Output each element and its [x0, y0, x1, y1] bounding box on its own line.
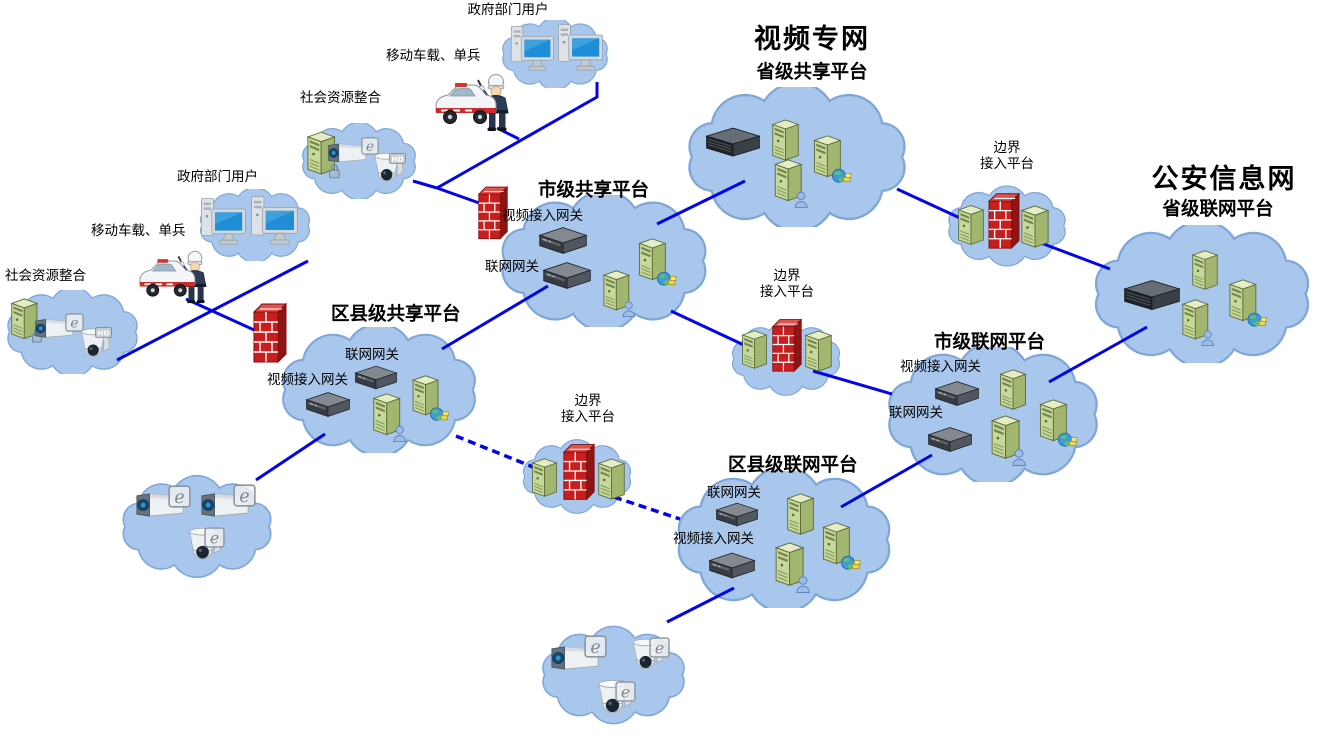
- cloud-county-sharing-platform: [282, 327, 476, 453]
- label-gov-users-top: 政府部门用户: [467, 2, 549, 17]
- server-icon: [958, 205, 984, 245]
- link-dashed-countyshare-borderbottom: [455, 434, 539, 471]
- label-social-resources-left: 社会资源整合: [5, 268, 86, 283]
- cloud-provincial-sharing-platform: [688, 87, 906, 227]
- link-bordertop-provnet: [1040, 241, 1111, 271]
- server-icon: [999, 369, 1027, 410]
- label-provincial-networking-platform: 省级联网平台: [1162, 198, 1274, 219]
- label-social-resources-top: 社会资源整合: [300, 90, 381, 105]
- label-video-access-gateway-citynet: 视频接入网关: [900, 359, 981, 374]
- label-border-top-line1: 边界: [993, 140, 1021, 155]
- ie-badge-icon: [584, 635, 607, 658]
- firewall-icon: [563, 443, 595, 501]
- title-video-private-network: 视频专网: [754, 24, 870, 54]
- link-citynet-countynet: [840, 453, 933, 509]
- label-networking-gateway-cityshare: 联网网关: [485, 259, 539, 274]
- hd-badge-icon: [389, 153, 406, 164]
- hd-badge-icon: [95, 327, 112, 338]
- label-gov-users-left: 政府部门用户: [177, 169, 258, 184]
- link-cityshare-countyshare: [441, 284, 549, 351]
- ie-badge-icon: [649, 637, 670, 658]
- label-networking-gateway-citynet: 联网网关: [889, 405, 943, 420]
- label-provincial-sharing-platform: 省级共享平台: [756, 61, 868, 82]
- label-city-sharing-platform: 市级共享平台: [538, 179, 650, 200]
- link-countynet-cameras: [666, 586, 735, 624]
- server-icon: [772, 119, 799, 161]
- link-countyshare-cameras: [255, 432, 326, 482]
- link-dashed-borderbottom-countynet: [613, 495, 681, 521]
- ie-badge-icon: [615, 681, 636, 702]
- label-border-bottom-line1: 边界: [574, 393, 602, 408]
- firewall-icon: [988, 193, 1020, 249]
- link-bordermid-citynet: [812, 369, 893, 396]
- label-border-bottom-line2: 接入平台: [561, 409, 615, 424]
- server-icon: [787, 493, 814, 535]
- ie-badge-icon: [204, 527, 225, 548]
- link-citynet-provnet: [1048, 325, 1148, 384]
- label-networking-gateway-countyshare: 联网网关: [345, 347, 399, 362]
- server-icon: [532, 458, 557, 497]
- ie-badge-icon: [65, 313, 84, 332]
- server-icon: [805, 330, 832, 372]
- label-video-access-gateway-countynet: 视频接入网关: [673, 531, 754, 546]
- link-socialtop-to-junction: [412, 179, 438, 190]
- icon-layer: [12, 24, 1267, 714]
- label-mobile-top: 移动车载、单兵: [386, 48, 481, 63]
- server-icon: [1192, 250, 1218, 290]
- label-video-access-gateway-countyshare: 视频接入网关: [267, 372, 348, 387]
- label-border-top-line2: 接入平台: [980, 156, 1034, 171]
- ie-badge-icon: [233, 484, 256, 507]
- server-icon: [1021, 205, 1049, 248]
- label-city-networking-platform: 市级联网平台: [934, 331, 1046, 352]
- label-border-middle-line2: 接入平台: [760, 284, 814, 299]
- label-county-sharing-platform: 区县级共享平台: [331, 303, 461, 324]
- title-public-security-info-network: 公安信息网: [1151, 164, 1297, 194]
- link-cityshare-bordermid: [670, 309, 747, 348]
- link-junction-to-firewall-city: [436, 186, 483, 206]
- connection-lines: [116, 82, 1148, 624]
- ie-badge-icon: [168, 485, 191, 508]
- label-video-access-gateway-cityshare: 视频接入网关: [502, 208, 583, 223]
- box-camera-icon: [328, 143, 367, 163]
- server-icon: [742, 330, 767, 369]
- firewall-icon: [772, 318, 802, 372]
- ie-badge-icon: [361, 137, 379, 155]
- label-mobile-left: 移动车载、单兵: [91, 223, 186, 238]
- link-govtop-to-junction: [436, 82, 599, 190]
- link-provshare-cityshare: [656, 179, 746, 226]
- firewall-icon: [253, 303, 287, 363]
- label-county-networking-platform: 区县级联网平台: [728, 454, 858, 475]
- label-networking-gateway-countynet: 联网网关: [707, 485, 761, 500]
- police-car-officer-icon: [140, 251, 206, 303]
- police-car-officer-icon: [436, 75, 508, 132]
- server-icon: [598, 458, 625, 500]
- link-police-left-to-firewall: [185, 297, 264, 336]
- link-provshare-bordertop: [896, 187, 961, 220]
- label-border-middle-line1: 边界: [773, 268, 801, 283]
- cloud-layer: [7, 20, 1310, 725]
